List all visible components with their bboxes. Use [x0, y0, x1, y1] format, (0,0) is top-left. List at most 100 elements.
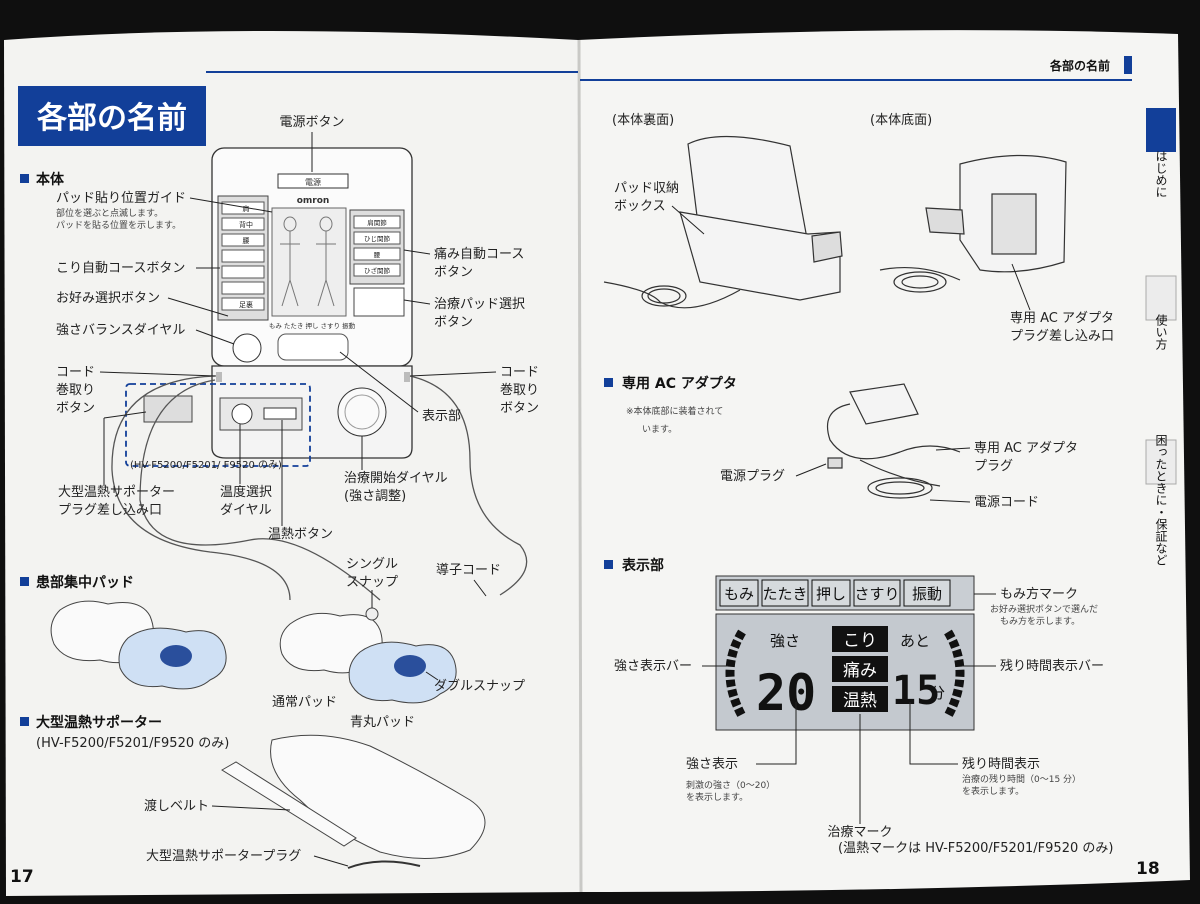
- treat-mark-note: (温熱マークは HV-F5200/F5201/F9520 のみ): [838, 841, 1113, 856]
- label-power-cord: 電源コード: [974, 495, 1039, 510]
- tab-troubleshoot[interactable]: 困ったときに・保証など: [1154, 434, 1168, 566]
- remain-desc-1: 治療の残り時間（0～15 分）: [962, 773, 1081, 785]
- supporter-cable: [347, 860, 421, 869]
- label-remain-bar: 残り時間表示バー: [1000, 659, 1104, 674]
- label-heat-button: 温熱ボタン: [268, 527, 333, 542]
- course-key: [221, 249, 265, 263]
- page-number-right: 18: [1136, 859, 1160, 879]
- label-pad-select-2: ボタン: [434, 315, 473, 330]
- label-normal-pad: 通常パッド: [272, 695, 337, 710]
- body-figures: [280, 216, 336, 307]
- tab-marker: [1145, 275, 1177, 321]
- lcd-strength-value: 20: [756, 664, 816, 722]
- label-strength-bar: 強さ表示バー: [614, 659, 692, 674]
- mark-pain: [832, 656, 888, 682]
- mode-cell-label: もみ: [724, 585, 754, 603]
- label-favorite: お好み選択ボタン: [56, 291, 160, 306]
- label-power-plug: 電源プラグ: [720, 469, 785, 484]
- mode-cell: [853, 579, 901, 607]
- label-cord-left-3: ボタン: [56, 401, 95, 416]
- pad-guide-panel: [271, 207, 347, 317]
- label-pad-guide: パッド貼り位置ガイド: [56, 191, 186, 206]
- label-temp-dial-2: ダイヤル: [220, 503, 272, 518]
- label-belt: 渡しベルト: [144, 798, 209, 814]
- section-display: 表示部: [621, 557, 664, 574]
- label-display: 表示部: [422, 409, 461, 424]
- bottom-view-illustration: [879, 154, 1067, 293]
- label-cord-right-2: 巻取り: [500, 383, 539, 398]
- cord-btn-left: [216, 372, 222, 382]
- single-snap: [365, 607, 379, 621]
- label-strength-display: 強さ表示: [686, 757, 738, 772]
- label-cord-right-3: ボタン: [500, 401, 539, 416]
- label-pain-course-1: 痛み自動コース: [434, 246, 524, 262]
- remain-desc-2: を表示します。: [962, 785, 1024, 797]
- label-stiff-course: こり自動コースボタン: [56, 261, 185, 276]
- power-key-label: 電源: [305, 178, 321, 187]
- header-marker: [1124, 56, 1132, 74]
- lead-cords: [111, 375, 528, 601]
- strength-desc-1: 刺激の強さ（0～20）: [686, 779, 775, 791]
- mark-stiff-label: こり: [843, 631, 877, 651]
- belt: [221, 761, 357, 847]
- label-temp-dial-1: 温度選択: [220, 484, 272, 500]
- label-single-snap-2: スナップ: [346, 575, 398, 590]
- label-start-dial-2: (強さ調整): [344, 489, 406, 504]
- strength-bar-arc: [725, 629, 746, 719]
- pain-key-label: 肩関節: [367, 218, 387, 227]
- section-marker: [604, 378, 613, 387]
- pain-key-label: ひざ関節: [364, 266, 391, 275]
- label-cord-right-1: コード: [500, 365, 539, 380]
- course-key: [221, 233, 265, 247]
- label-pad-storage-1: パッド収納: [614, 181, 679, 196]
- title-band: [18, 86, 206, 146]
- lcd-strength-label: 強さ: [770, 632, 800, 650]
- label-remain-display: 残り時間表示: [962, 757, 1040, 772]
- page-title: 各部の名前: [36, 101, 187, 136]
- start-dial-inner: [344, 394, 380, 430]
- supporter-models: (HV-F5200/F5201/F9520 のみ): [36, 736, 229, 751]
- section-marker: [20, 577, 29, 586]
- pad-guide-desc-2: パッドを貼る位置を示します。: [56, 219, 181, 231]
- snap-left: [160, 645, 192, 667]
- right-page: [578, 30, 1190, 892]
- course-key: [221, 265, 265, 279]
- course-key: [221, 281, 265, 295]
- power-key: [277, 173, 349, 189]
- label-pain-course-2: ボタン: [434, 265, 473, 280]
- cord-btn-right: [404, 372, 410, 382]
- mode-cell: [719, 579, 759, 607]
- strength-desc-2: を表示します。: [686, 791, 748, 803]
- page-number-left: 17: [10, 867, 34, 887]
- temp-dial: [231, 403, 253, 425]
- section-adapter: 専用 AC アダプタ: [622, 375, 737, 392]
- pad-guide-desc-1: 部位を選ぶと点滅します。: [56, 207, 163, 219]
- supporter-jack: [143, 395, 193, 423]
- label-pad-storage-2: ボックス: [614, 199, 666, 214]
- heat-key: [263, 407, 297, 420]
- mode-cell-label: さすり: [854, 585, 899, 603]
- label-pad-select-1: 治療パッド選択: [434, 297, 525, 312]
- label-lead-cord: 導子コード: [436, 563, 501, 578]
- section-marker: [604, 560, 613, 569]
- pads-illustration: [50, 600, 457, 704]
- mode-cell: [811, 579, 851, 607]
- lcd-window: [277, 333, 349, 361]
- label-ac-jack-1: 専用 AC アダプタ: [1010, 311, 1114, 326]
- mark-heat: [832, 686, 888, 712]
- model-box-note: (HV-F5200/F5201/ F9520 のみ): [130, 460, 282, 471]
- pain-key-label: 腰: [374, 251, 381, 259]
- tab-intro[interactable]: はじめに: [1154, 150, 1168, 198]
- adapter-note-1: ※本体底部に装着されて: [626, 405, 723, 417]
- adapter-illustration: [826, 383, 961, 499]
- tab-usage[interactable]: 使い方: [1154, 313, 1168, 351]
- lcd-remain-label: あと: [900, 632, 930, 650]
- model-only-box: [125, 383, 311, 467]
- tab-marker-active: [1146, 108, 1176, 152]
- mode-strip: もみ たたき 押し さすり 振動: [269, 321, 356, 330]
- tab-marker: [1145, 439, 1177, 485]
